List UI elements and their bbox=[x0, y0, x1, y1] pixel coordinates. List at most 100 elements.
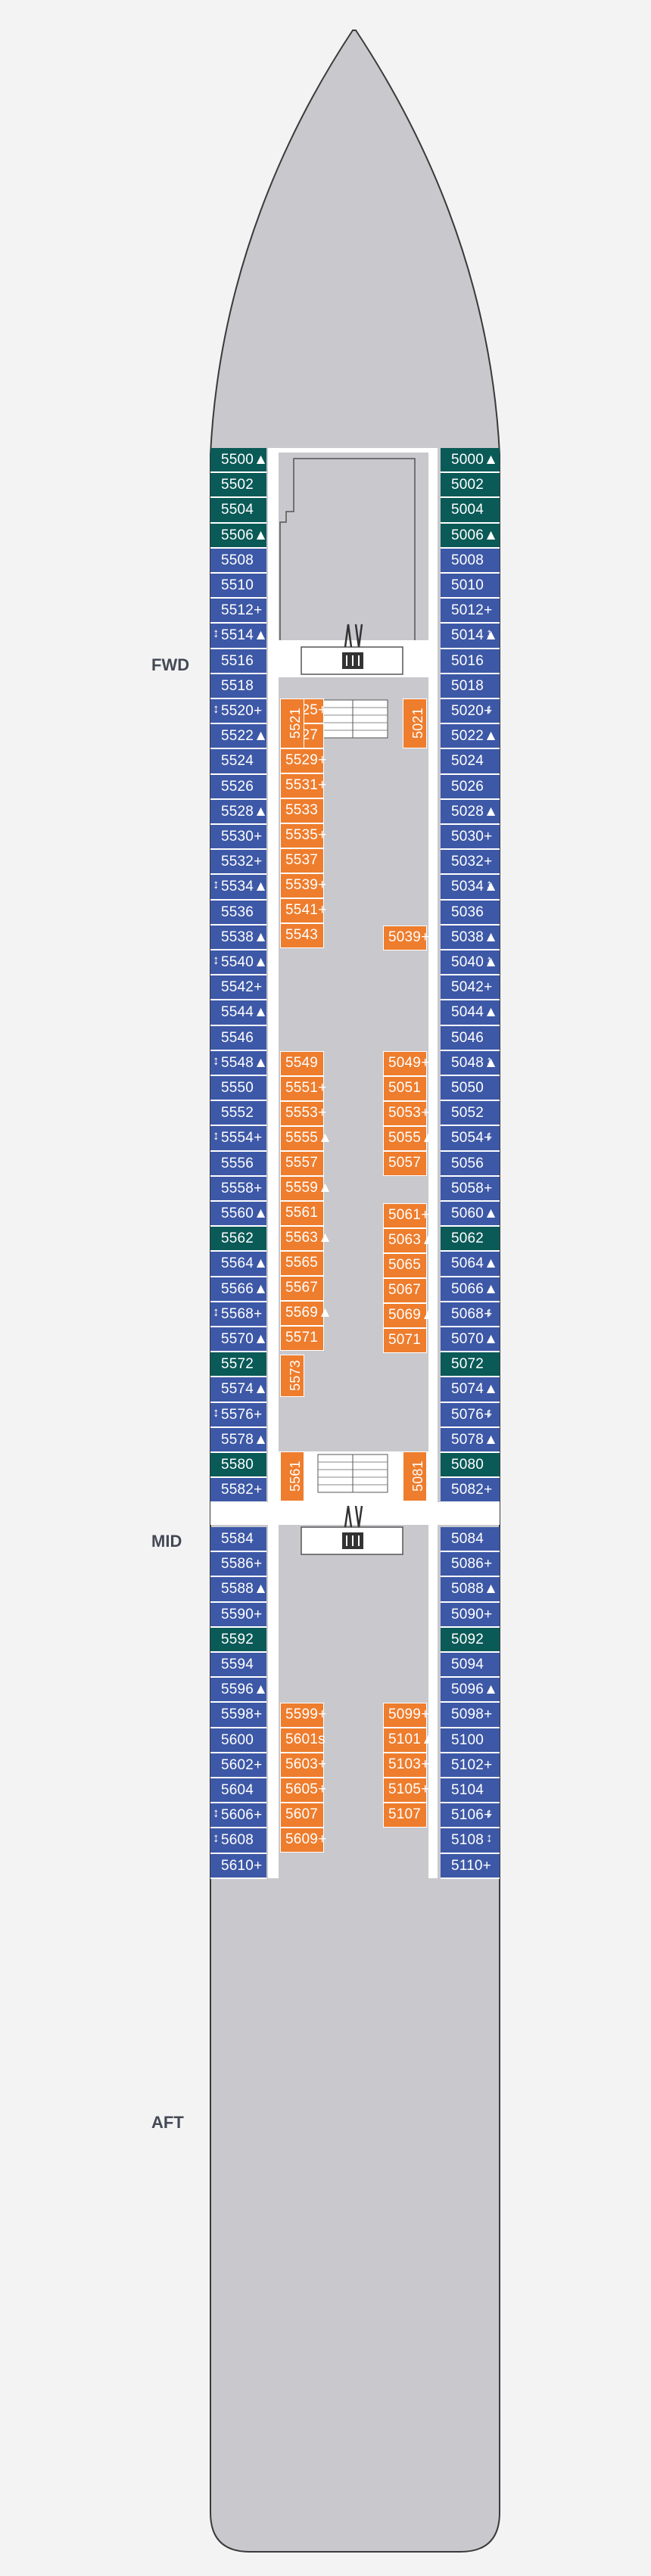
cabin-5556[interactable]: 5556 bbox=[210, 1151, 266, 1177]
cabin-5032[interactable]: 5032+ bbox=[441, 850, 500, 876]
inner-cabin-5599[interactable]: 5599+ bbox=[280, 1703, 326, 1728]
cabin-5110[interactable]: 5110+ bbox=[441, 1853, 500, 1879]
cabin-5078[interactable]: 5078▲ bbox=[441, 1427, 500, 1453]
cabin-5538[interactable]: 5538▲ bbox=[210, 925, 268, 950]
cabin-5600[interactable]: 5600 bbox=[210, 1728, 266, 1753]
cabin-5006[interactable]: 5006▲ bbox=[441, 523, 500, 549]
cabin-5508[interactable]: 5508 bbox=[210, 548, 266, 574]
inner-cabin-5555[interactable]: 5555▲ bbox=[280, 1126, 332, 1151]
cabin-5514[interactable]: 5514▲ bbox=[210, 624, 268, 649]
inner-cabin-5607[interactable]: 5607 bbox=[280, 1803, 324, 1828]
inner-cabin-5067[interactable]: 5067 bbox=[383, 1278, 427, 1303]
cabin-5062[interactable]: 5062 bbox=[441, 1227, 500, 1252]
cabin-5572[interactable]: 5572 bbox=[210, 1352, 266, 1378]
cabin-5012[interactable]: 5012+ bbox=[441, 599, 500, 624]
inner-cabin-5065[interactable]: 5065 bbox=[383, 1253, 427, 1278]
inner-cabin-5539[interactable]: 5539+ bbox=[280, 873, 326, 898]
cabin-5608[interactable]: 5608 bbox=[210, 1828, 266, 1854]
cabin-5080[interactable]: 5080 bbox=[441, 1453, 500, 1479]
cabin-5604[interactable]: 5604 bbox=[210, 1778, 266, 1804]
cabin-5564[interactable]: 5564▲ bbox=[210, 1252, 268, 1277]
cabin-5548[interactable]: 5548▲ bbox=[210, 1050, 268, 1076]
cabin-5532[interactable]: 5532+ bbox=[210, 850, 266, 876]
cabin-5518[interactable]: 5518 bbox=[210, 674, 266, 699]
inner-cabin-5565[interactable]: 5565 bbox=[280, 1251, 324, 1276]
cabin-5500[interactable]: 5500▲ bbox=[210, 448, 268, 474]
cabin-5506[interactable]: 5506▲ bbox=[210, 523, 268, 549]
inner-cabin-5531[interactable]: 5531+ bbox=[280, 773, 326, 798]
cabin-5064[interactable]: 5064▲ bbox=[441, 1252, 500, 1277]
cabin-5090[interactable]: 5090+ bbox=[441, 1602, 500, 1628]
inner-cabin-5049[interactable]: 5049+ bbox=[383, 1051, 429, 1076]
cabin-5602[interactable]: 5602+ bbox=[210, 1753, 266, 1778]
inner-cabin-5573[interactable]: 5573 bbox=[280, 1355, 304, 1397]
cabin-5544[interactable]: 5544▲ bbox=[210, 1000, 268, 1026]
cabin-5066[interactable]: 5066▲ bbox=[441, 1277, 500, 1302]
cabin-5026[interactable]: 5026 bbox=[441, 774, 500, 800]
cabin-5004[interactable]: 5004 bbox=[441, 498, 500, 524]
inner-cabin-5055[interactable]: 5055▲ bbox=[383, 1126, 435, 1151]
cabin-5520[interactable]: 5520+ bbox=[210, 699, 266, 725]
cabin-5100[interactable]: 5100 bbox=[441, 1728, 500, 1753]
cabin-5022[interactable]: 5022▲ bbox=[441, 724, 500, 750]
inner-cabin-5601[interactable]: 5601s bbox=[280, 1728, 326, 1753]
cabin-5048[interactable]: 5048▲ bbox=[441, 1050, 500, 1076]
inner-cabin-5553[interactable]: 5553+ bbox=[280, 1101, 326, 1126]
inner-cabin-5081[interactable]: 5081 bbox=[403, 1451, 427, 1501]
cabin-5536[interactable]: 5536 bbox=[210, 900, 266, 926]
cabin-5504[interactable]: 5504 bbox=[210, 498, 266, 524]
cabin-5008[interactable]: 5008 bbox=[441, 548, 500, 574]
cabin-5068[interactable]: 5068+ bbox=[441, 1302, 500, 1327]
inner-cabin-5535[interactable]: 5535+ bbox=[280, 823, 326, 848]
cabin-5044[interactable]: 5044▲ bbox=[441, 1000, 500, 1026]
cabin-5598[interactable]: 5598+ bbox=[210, 1703, 266, 1728]
cabin-5010[interactable]: 5010 bbox=[441, 574, 500, 599]
inner-cabin-5057[interactable]: 5057 bbox=[383, 1151, 427, 1176]
inner-cabin-5605[interactable]: 5605+ bbox=[280, 1778, 326, 1803]
cabin-5020[interactable]: 5020+ bbox=[441, 699, 500, 725]
cabin-5524[interactable]: 5524 bbox=[210, 749, 266, 775]
cabin-5606[interactable]: 5606+ bbox=[210, 1803, 266, 1829]
cabin-5584[interactable]: 5584 bbox=[210, 1527, 266, 1553]
cabin-5000[interactable]: 5000▲ bbox=[441, 448, 500, 474]
cabin-5030[interactable]: 5030+ bbox=[441, 825, 500, 851]
cabin-5522[interactable]: 5522▲ bbox=[210, 724, 268, 750]
inner-cabin-5549[interactable]: 5549 bbox=[280, 1051, 324, 1076]
inner-cabin-5521[interactable]: 5521 bbox=[280, 698, 304, 748]
cabin-5094[interactable]: 5094 bbox=[441, 1653, 500, 1678]
cabin-5570[interactable]: 5570▲ bbox=[210, 1327, 268, 1353]
inner-cabin-5571[interactable]: 5571 bbox=[280, 1326, 324, 1351]
cabin-5088[interactable]: 5088▲ bbox=[441, 1577, 500, 1603]
inner-cabin-5541[interactable]: 5541+ bbox=[280, 898, 326, 923]
cabin-5510[interactable]: 5510 bbox=[210, 574, 266, 599]
inner-cabin-5609[interactable]: 5609+ bbox=[280, 1828, 326, 1853]
cabin-5566[interactable]: 5566▲ bbox=[210, 1277, 268, 1302]
cabin-5002[interactable]: 5002 bbox=[441, 473, 500, 499]
cabin-5070[interactable]: 5070▲ bbox=[441, 1327, 500, 1353]
inner-cabin-5105[interactable]: 5105+ bbox=[383, 1778, 429, 1803]
cabin-5554[interactable]: 5554+ bbox=[210, 1126, 266, 1152]
cabin-5028[interactable]: 5028▲ bbox=[441, 799, 500, 825]
inner-cabin-5581[interactable]: 5561 bbox=[280, 1451, 304, 1501]
cabin-5590[interactable]: 5590+ bbox=[210, 1602, 266, 1628]
cabin-5586[interactable]: 5586+ bbox=[210, 1552, 266, 1578]
cabin-5592[interactable]: 5592 bbox=[210, 1627, 266, 1653]
inner-cabin-5101[interactable]: 5101▲ bbox=[383, 1728, 435, 1753]
cabin-5550[interactable]: 5550 bbox=[210, 1076, 266, 1102]
cabin-5560[interactable]: 5560▲ bbox=[210, 1202, 268, 1227]
inner-cabin-5529[interactable]: 5529+ bbox=[280, 748, 326, 773]
inner-cabin-5537[interactable]: 5537 bbox=[280, 848, 324, 873]
cabin-5102[interactable]: 5102+ bbox=[441, 1753, 500, 1778]
cabin-5018[interactable]: 5018 bbox=[441, 674, 500, 699]
cabin-5610[interactable]: 5610+ bbox=[210, 1853, 266, 1879]
inner-cabin-5603[interactable]: 5603+ bbox=[280, 1753, 326, 1778]
cabin-5526[interactable]: 5526 bbox=[210, 774, 266, 800]
cabin-5082[interactable]: 5082+ bbox=[441, 1478, 500, 1504]
cabin-5568[interactable]: 5568+ bbox=[210, 1302, 266, 1327]
inner-cabin-5557[interactable]: 5557 bbox=[280, 1151, 324, 1176]
inner-cabin-5107[interactable]: 5107 bbox=[383, 1803, 427, 1828]
cabin-5528[interactable]: 5528▲ bbox=[210, 799, 268, 825]
cabin-5076[interactable]: 5076+ bbox=[441, 1402, 500, 1428]
inner-cabin-5071[interactable]: 5071 bbox=[383, 1328, 427, 1353]
cabin-5562[interactable]: 5562 bbox=[210, 1227, 266, 1252]
